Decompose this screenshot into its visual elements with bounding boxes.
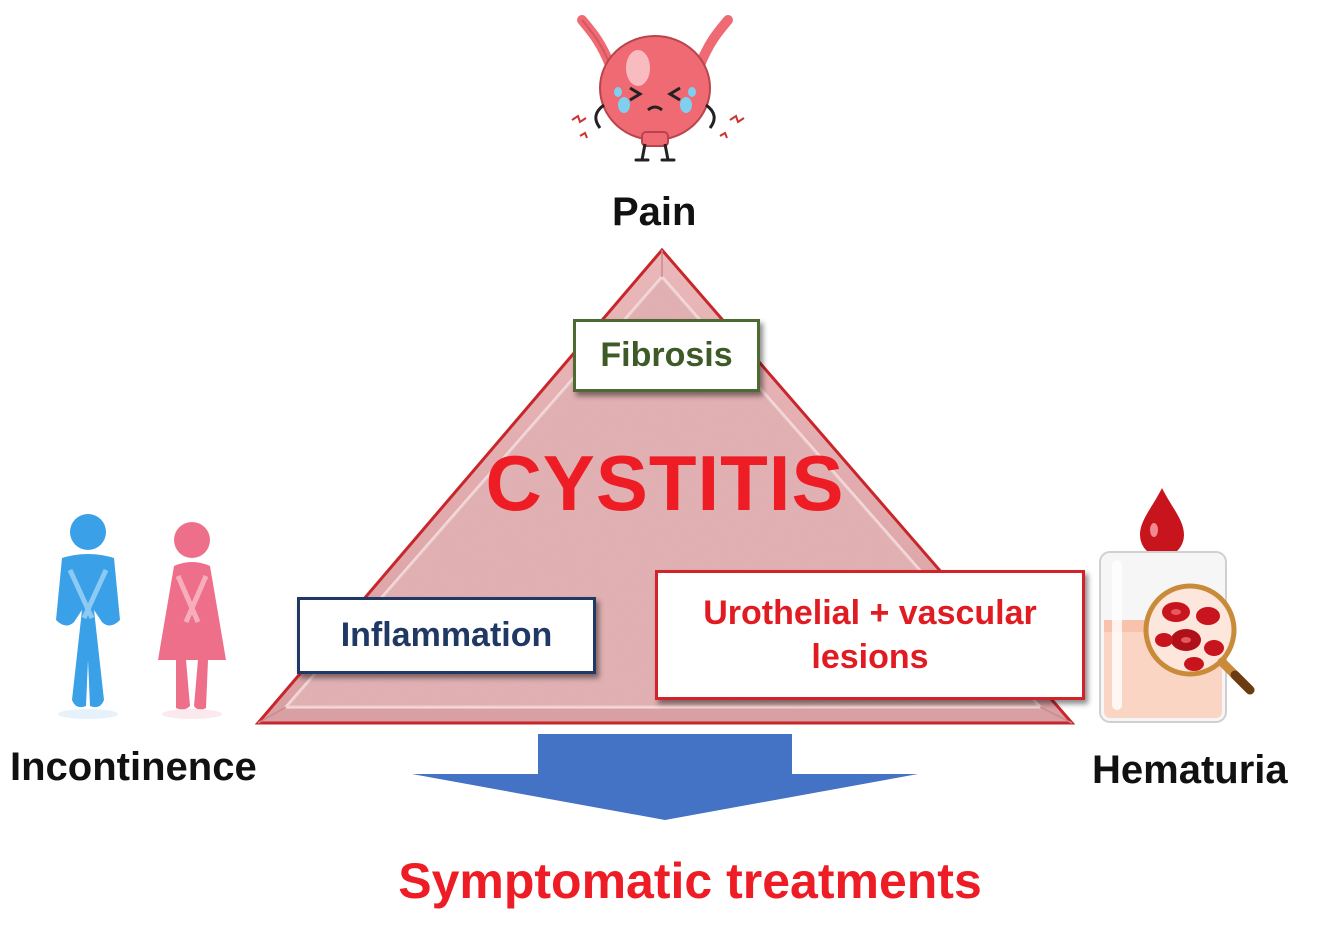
- cystitis-title: CYSTITIS: [485, 439, 845, 527]
- blood-urine-beaker-icon: [1099, 488, 1255, 723]
- lesions-label-line2: lesions: [811, 638, 929, 676]
- lesions-box: Urothelial + vascular lesions: [655, 570, 1085, 700]
- incontinence-figures-icon: [56, 514, 226, 719]
- hematuria-label: Hematuria: [1092, 748, 1288, 792]
- pain-label: Pain: [612, 190, 697, 234]
- outcome-label: Symptomatic treatments: [398, 853, 982, 909]
- inflammation-label: Inflammation: [340, 616, 553, 654]
- incontinence-label: Incontinence: [10, 745, 257, 789]
- fibrosis-box: Fibrosis: [573, 319, 760, 392]
- lesions-label-line1: Urothelial + vascular: [703, 593, 1037, 632]
- down-arrow: [412, 734, 918, 820]
- crying-bladder-icon: [571, 15, 745, 162]
- fibrosis-label: Fibrosis: [600, 336, 733, 374]
- inflammation-box: Inflammation: [297, 597, 596, 674]
